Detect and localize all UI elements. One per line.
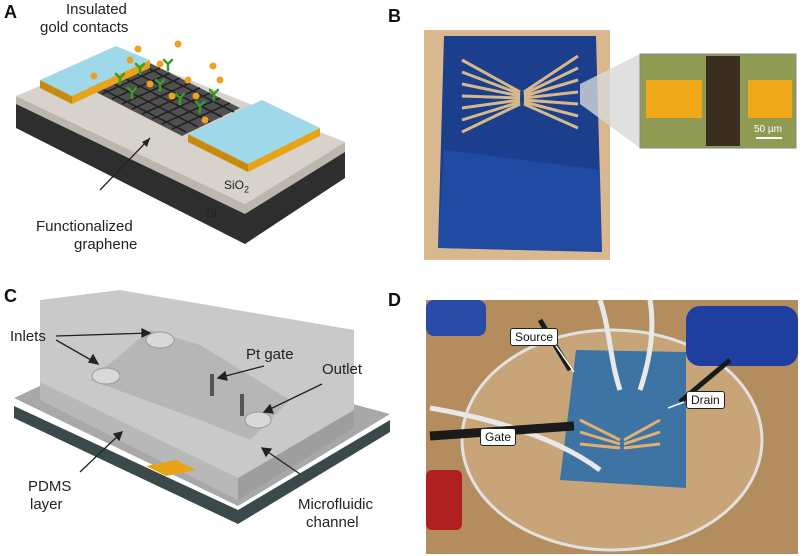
panel-c-arrows <box>55 327 323 475</box>
label-sio2: SiO2 <box>224 178 250 195</box>
chip-assembly <box>560 350 686 488</box>
scale-bar-label: 50 µm <box>754 124 782 135</box>
clamp-top-left <box>426 300 486 336</box>
label-si: Si <box>206 206 217 220</box>
right-contact-top <box>188 100 320 164</box>
graphene-pointer-arrow <box>99 137 151 191</box>
pdms-base-substrate-side <box>14 406 390 524</box>
left-contact-gold-side <box>40 80 72 104</box>
chip-traces-photo <box>579 418 661 450</box>
gold-pad <box>146 460 196 476</box>
outlet-hole <box>244 411 272 429</box>
right-contact-gold-front <box>248 128 320 172</box>
label-insulated: Insulated <box>66 1 127 18</box>
micrograph-channel <box>706 56 740 146</box>
label-graphene: graphene <box>74 236 138 253</box>
label-inlets: Inlets <box>10 328 46 345</box>
label-gold-contacts: gold contacts <box>40 19 129 36</box>
label-functionalized: Functionalized <box>36 218 133 235</box>
chip-photo <box>438 36 602 252</box>
label-pdms: PDMS <box>28 478 72 495</box>
left-contact-top <box>40 46 150 96</box>
panel-d-letter: D <box>388 290 401 310</box>
panel-a-letter: A <box>4 2 17 22</box>
tag-drain: Drain <box>686 391 725 409</box>
panel-c-letter: C <box>4 286 17 306</box>
label-pt-gate: Pt gate <box>246 346 294 363</box>
target-particles <box>90 40 224 124</box>
zoom-wedge <box>580 54 640 148</box>
clamp-bottom-left <box>426 470 462 530</box>
pdms-block-right <box>238 410 354 500</box>
inlet-2 <box>145 331 175 349</box>
micrograph-right-pad <box>748 80 792 118</box>
clamp-top-right <box>686 306 798 366</box>
panel-b-letter: B <box>388 6 401 26</box>
chip-electrode-traces <box>461 54 579 134</box>
label-microfluidic: Microfluidic <box>298 496 374 513</box>
label-layer: layer <box>30 496 63 513</box>
left-contact-gold-front <box>72 60 150 104</box>
inlet-1 <box>91 367 121 385</box>
label-channel: channel <box>306 514 359 531</box>
label-outlet: Outlet <box>322 361 363 378</box>
si-layer <box>16 98 345 244</box>
right-contact-gold-side <box>188 134 248 172</box>
antibodies <box>114 58 220 114</box>
tag-source: Source <box>510 328 559 346</box>
pt-gate-wire-2 <box>240 394 244 416</box>
pt-gate-wire-1 <box>210 374 214 396</box>
tag-gate: Gate <box>480 428 517 446</box>
drain-pointer <box>667 401 685 409</box>
micrograph-left-pad <box>646 80 702 118</box>
